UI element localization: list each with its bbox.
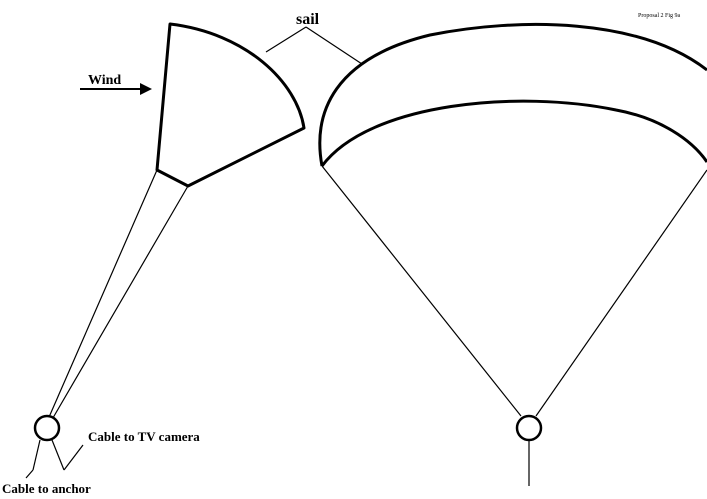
left-sail-tether-front — [45, 169, 158, 425]
right-sail-front-view — [318, 23, 707, 486]
wind-arrow-head — [140, 83, 152, 95]
left-sail-tether-rear — [49, 185, 189, 424]
right-sail-tether-right — [535, 169, 707, 417]
cable-to-anchor-label: Cable to anchor — [2, 481, 91, 496]
left-pulley — [33, 414, 61, 442]
left-sail-shape — [155, 22, 306, 188]
cable-to-anchor-line — [32, 439, 41, 471]
sail-label: sail — [296, 11, 320, 28]
right-sail-lower-edge — [320, 99, 707, 167]
figure-reference-label: Proposal 2 Fig 9a — [638, 13, 681, 19]
wind-arrow: Wind — [80, 73, 152, 95]
cable-to-anchor-pointer — [25, 469, 34, 479]
right-sail-pulley — [515, 414, 543, 442]
sail-pointer-right — [305, 26, 363, 65]
left-sail-side-view — [45, 22, 306, 425]
right-sail-upper-edge — [318, 23, 707, 167]
sail-pointer-left — [265, 26, 307, 53]
wind-label: Wind — [88, 73, 121, 88]
cable-to-camera-pointer — [63, 444, 84, 471]
sail-pointer-lines — [265, 26, 363, 65]
cable-to-camera-line — [51, 439, 65, 471]
cable-to-tv-camera-label: Cable to TV camera — [88, 429, 200, 444]
right-sail-tether-left — [321, 165, 522, 417]
left-pulley-assembly: Cable to TV camera Cable to anchor — [2, 414, 200, 496]
